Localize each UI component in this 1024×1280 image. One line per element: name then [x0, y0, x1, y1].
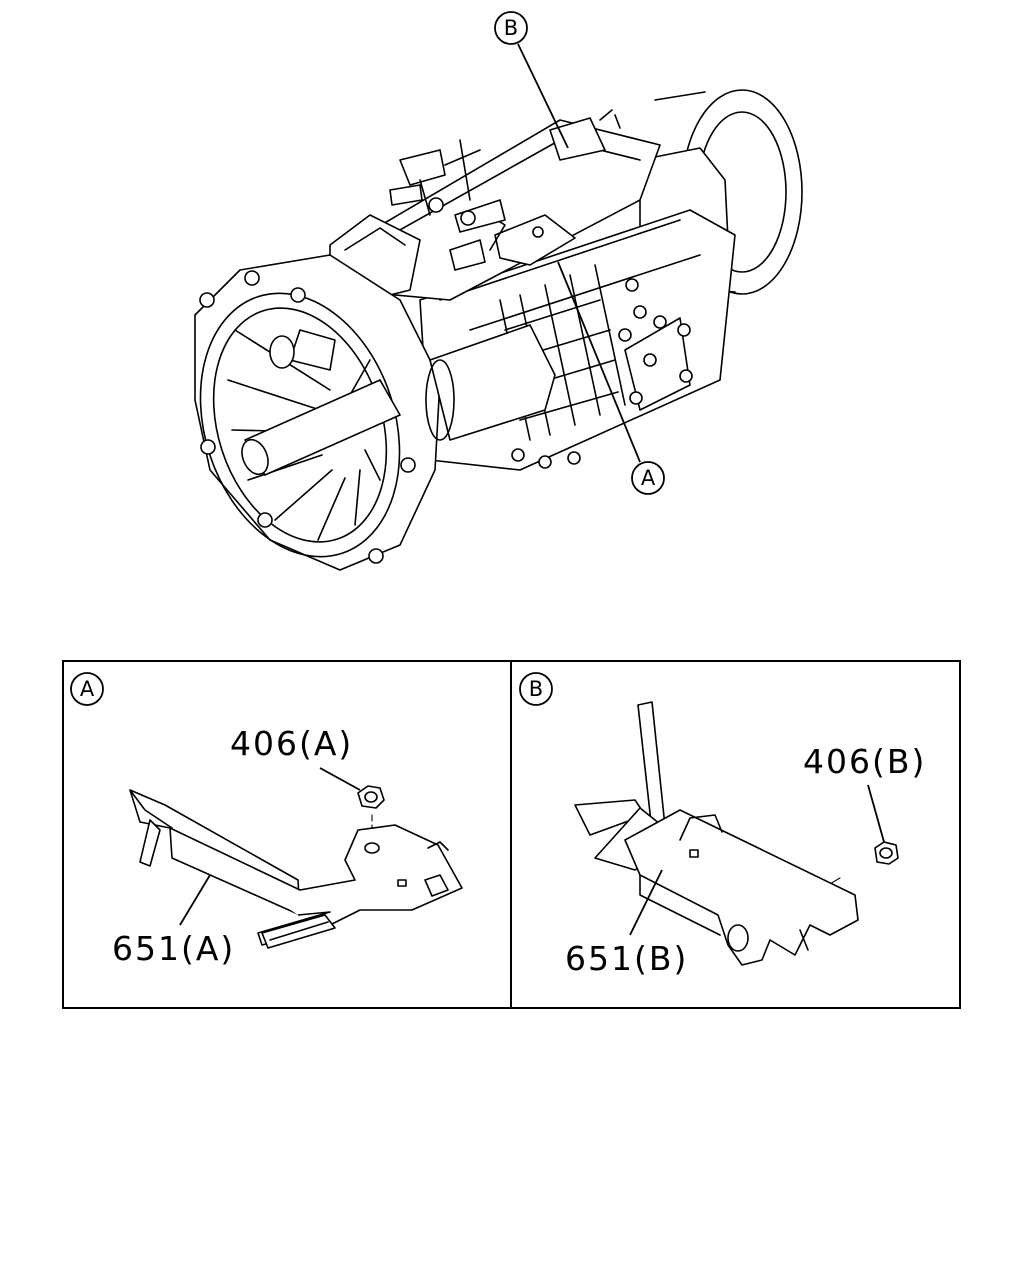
callout-a-main: A: [557, 261, 665, 495]
callout-b-main: B: [494, 11, 569, 149]
part-label-406b: 406(B): [803, 742, 926, 781]
panel-a-callout: [70, 672, 104, 706]
part-label-651a: 651(A): [112, 929, 235, 968]
detail-panel-a: A 406(A) 651(A): [70, 672, 463, 968]
bracket-651b: [574, 701, 859, 966]
panel-a-callout-label: A: [80, 677, 95, 701]
detail-panel-b: B 406(B) 651(B): [519, 672, 926, 978]
transmission-assembly: [194, 89, 803, 571]
detail-panels: [62, 660, 961, 1009]
part-label-406a: 406(A): [230, 724, 353, 763]
part-label-651b: 651(B): [565, 939, 688, 978]
callout-b-main-label: B: [504, 16, 518, 40]
panel-b-callout-label: B: [529, 677, 543, 701]
clutch-housing: [194, 254, 556, 571]
panel-b-callout: [519, 672, 553, 706]
callout-a-main-label: A: [641, 466, 656, 490]
bracket-651a: [129, 789, 463, 949]
